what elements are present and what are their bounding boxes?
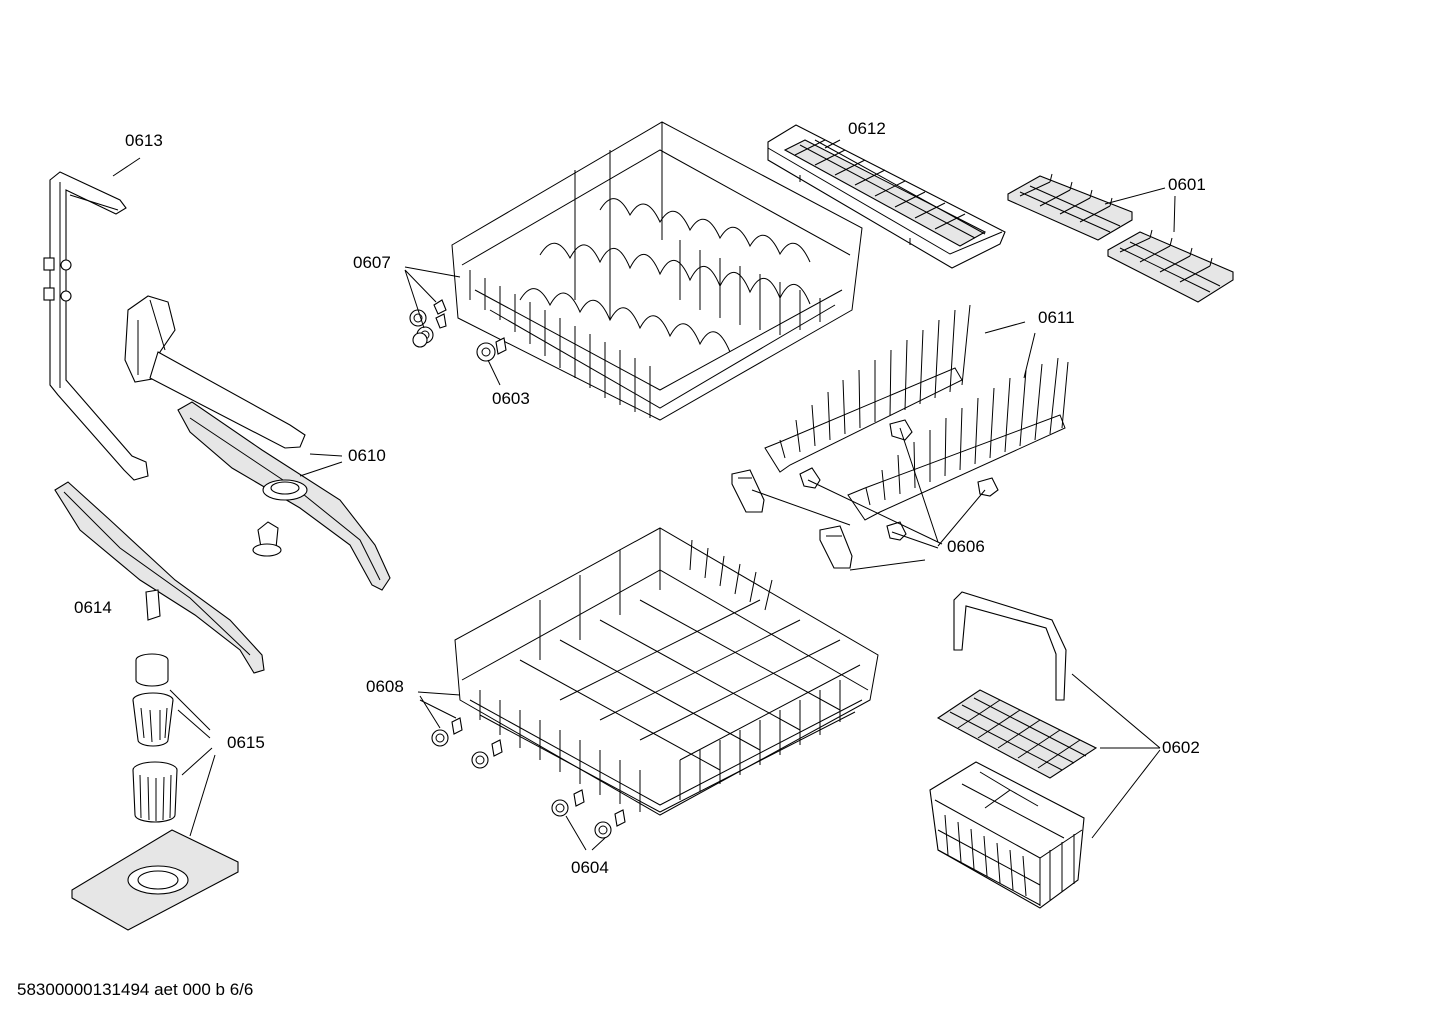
label-0613: 0613 <box>125 131 163 150</box>
upper-basket-roller-part <box>476 337 507 362</box>
cutlery-basket-part <box>929 591 1098 909</box>
rack-clip-parts <box>731 419 999 569</box>
label-0602: 0602 <box>1162 738 1200 757</box>
lower-basket-part <box>454 527 879 816</box>
label-0603: 0603 <box>492 389 530 408</box>
label-0608: 0608 <box>366 677 404 696</box>
lower-basket-wheels-part <box>431 717 626 839</box>
supply-pipe-part <box>43 171 149 481</box>
cutlery-tray-part <box>767 124 1006 269</box>
label-0607: 0607 <box>353 253 391 272</box>
callout-labels: 0613 0612 0601 0607 0611 0603 0610 0606 … <box>74 119 1206 877</box>
document-id-footer: 58300000131494 aet 000 b 6/6 <box>17 980 254 999</box>
tine-rack-parts <box>764 304 1069 521</box>
upper-basket-part <box>451 121 863 421</box>
label-0601: 0601 <box>1168 175 1206 194</box>
leader-lines <box>112 139 1176 851</box>
spray-arm-holder-part <box>124 295 306 449</box>
label-0610: 0610 <box>348 446 386 465</box>
upper-spray-arm-part <box>177 401 391 591</box>
label-0614: 0614 <box>74 598 112 617</box>
upper-basket-wheels-part <box>409 299 447 348</box>
label-0606: 0606 <box>947 537 985 556</box>
label-0611: 0611 <box>1038 308 1075 327</box>
label-0615: 0615 <box>227 733 265 752</box>
label-0604: 0604 <box>571 858 609 877</box>
filter-set-part <box>71 653 239 931</box>
knife-rack-parts <box>1007 173 1234 303</box>
lower-spray-arm-part <box>54 481 265 674</box>
label-0612: 0612 <box>848 119 886 138</box>
